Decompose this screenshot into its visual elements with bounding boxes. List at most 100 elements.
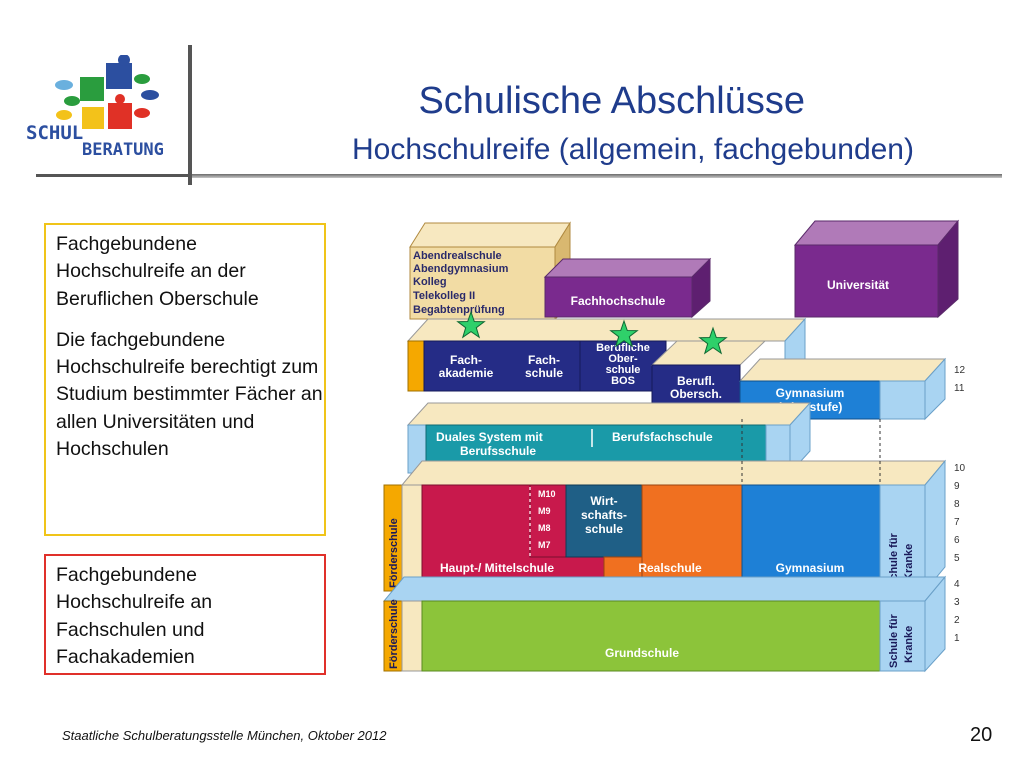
schule-kranke-upper-block: [879, 484, 926, 592]
grade-12: 12: [954, 365, 966, 376]
abendrealschule-top: [409, 222, 571, 248]
gymnasium-label: Gymnasium: [776, 561, 845, 575]
puzzle-blue-piece: [106, 63, 132, 89]
grade-m7: M7: [538, 540, 551, 550]
grade-m10: M10: [538, 489, 556, 499]
fachschule-label-1: Fach-: [528, 353, 560, 367]
fachakademie-fachschule-block: [423, 340, 581, 392]
fachschule-band-yellow-edge: [407, 340, 425, 392]
universitaet-label: Universität: [827, 278, 889, 292]
schule-kranke-lower-label-2: Kranke: [903, 626, 915, 663]
hauptschule-label: Haupt-/ Mittelschule: [440, 561, 554, 575]
slide-title: Schulische Abschlüsse: [418, 80, 805, 122]
logo-dot-blue: [141, 90, 159, 100]
secondary-band-top: [400, 460, 947, 486]
header-horizontal-divider-left: [36, 174, 188, 177]
foerderschule-upper-beige: [401, 484, 423, 592]
duales-system-label-2: Berufsschule: [460, 444, 536, 458]
fos-label-2: Obersch.: [670, 387, 722, 401]
logo-dot-yellow: [56, 110, 72, 120]
grade-m9: M9: [538, 506, 551, 516]
logo-dot-red: [134, 108, 150, 118]
fos-label-1: Berufl.: [677, 374, 715, 388]
bos-label-3: schule: [606, 364, 641, 376]
grundschule-block: [421, 600, 881, 672]
header-vertical-divider: [188, 45, 192, 185]
logo-dot-green: [64, 96, 80, 106]
logo-text-beratung: BERATUNG: [82, 140, 164, 160]
fachschule-label-2: schule: [525, 366, 563, 380]
fachakademie-label-1: Fach-: [450, 353, 482, 367]
gymnasium-oberstufe-lightblue: [879, 380, 926, 420]
logo-dot-green-2: [134, 74, 150, 84]
foerderschule-lower-label: Förderschule: [388, 599, 400, 669]
info-box-fachschulen: Fachgebundene Hochschulreife an Fachschu…: [44, 554, 326, 675]
logo-text-schul: SCHUL: [26, 122, 83, 144]
abendrealschule-line-5: Begabtenprüfung: [413, 304, 505, 316]
grade-3: 3: [954, 597, 960, 608]
info-box-1-paragraph-1: Fachgebundene Hochschulreife an der Beru…: [56, 233, 259, 310]
schule-kranke-lower-label-1: Schule für: [888, 613, 900, 668]
page-number: 20: [970, 724, 993, 746]
grade-1: 1: [954, 633, 960, 644]
realschule-upper-block: [641, 484, 743, 592]
grade-6: 6: [954, 535, 960, 546]
bos-label-2: Ober-: [608, 353, 638, 365]
duales-system-top: [406, 402, 812, 426]
wirtschaftsschule-label-3: schule: [585, 522, 623, 536]
grundschule-label: Grundschule: [605, 646, 679, 660]
schule-kranke-upper-label-2: Kranke: [903, 544, 915, 581]
puzzle-yellow-piece: [82, 107, 104, 129]
foerderschule-lower-beige: [401, 600, 423, 672]
grade-m8: M8: [538, 523, 551, 533]
universitaet-block: [794, 244, 939, 318]
info-box-1-paragraph-2: Die fachgebundene Hochschulreife berecht…: [56, 328, 323, 461]
gymnasium-block: [741, 484, 881, 592]
abendrealschule-block: [409, 246, 556, 320]
star-bos: [609, 319, 639, 348]
realschule-label: Realschule: [638, 561, 702, 575]
schulberatung-logo: SCHUL BERATUNG: [26, 55, 164, 160]
star-fos: [698, 326, 728, 355]
star-abendrealschule: [456, 310, 486, 339]
berufsfachschule-label: Berufsfachschule: [612, 430, 713, 444]
footer-text: Staatliche Schulberatungsstelle München,…: [62, 728, 387, 743]
puzzle-red-knob: [115, 94, 125, 104]
school-system-diagram: Abendrealschule Abendgymnasium Kolleg Te…: [382, 219, 966, 673]
header-horizontal-divider: [192, 174, 1002, 178]
fachhochschule-label: Fachhochschule: [571, 294, 666, 308]
schule-kranke-upper-label-1: Schule für: [888, 532, 900, 587]
grade-5: 5: [954, 553, 960, 564]
info-box-2-paragraph-1: Fachgebundene Hochschulreife an Fachschu…: [56, 564, 213, 668]
abendrealschule-line-1: Abendrealschule: [413, 250, 502, 262]
grundschule-top: [382, 576, 947, 602]
grade-9: 9: [954, 481, 960, 492]
grade-11: 11: [954, 383, 965, 394]
schule-kranke-lower-block: [879, 600, 926, 672]
puzzle-blue-knob: [118, 55, 130, 66]
foerderschule-upper-label: Förderschule: [388, 518, 400, 588]
grade-4: 4: [954, 579, 960, 590]
universitaet-top: [793, 220, 960, 246]
bos-label-1: Berufliche: [596, 342, 650, 354]
wirtschaftsschule-label-2: schafts-: [581, 508, 627, 522]
gymnasium-oberstufe-label-1: Gymnasium: [776, 386, 845, 400]
bos-label-4: BOS: [611, 375, 635, 387]
duales-system-label-1: Duales System mit: [436, 430, 543, 444]
logo-dot-lightblue: [55, 80, 73, 90]
fachakademie-label-2: akademie: [439, 366, 494, 380]
abendrealschule-line-4: Telekolleg II: [413, 290, 475, 302]
fachhochschule-block: [544, 276, 693, 318]
abendrealschule-line-2: Abendgymnasium: [413, 263, 509, 275]
grade-10: 10: [954, 463, 966, 474]
gymnasium-oberstufe-top: [738, 358, 947, 382]
abendrealschule-line-3: Kolleg: [413, 276, 447, 288]
grade-8: 8: [954, 499, 960, 510]
info-box-berufliche-oberschule: Fachgebundene Hochschulreife an der Beru…: [44, 223, 326, 536]
puzzle-green-piece: [80, 77, 104, 101]
puzzle-red-piece: [108, 103, 132, 129]
wirtschaftsschule-label-1: Wirt-: [590, 494, 617, 508]
fachhochschule-top: [543, 258, 712, 278]
slide-subtitle: Hochschulreife (allgemein, fachgebunden): [351, 133, 914, 166]
